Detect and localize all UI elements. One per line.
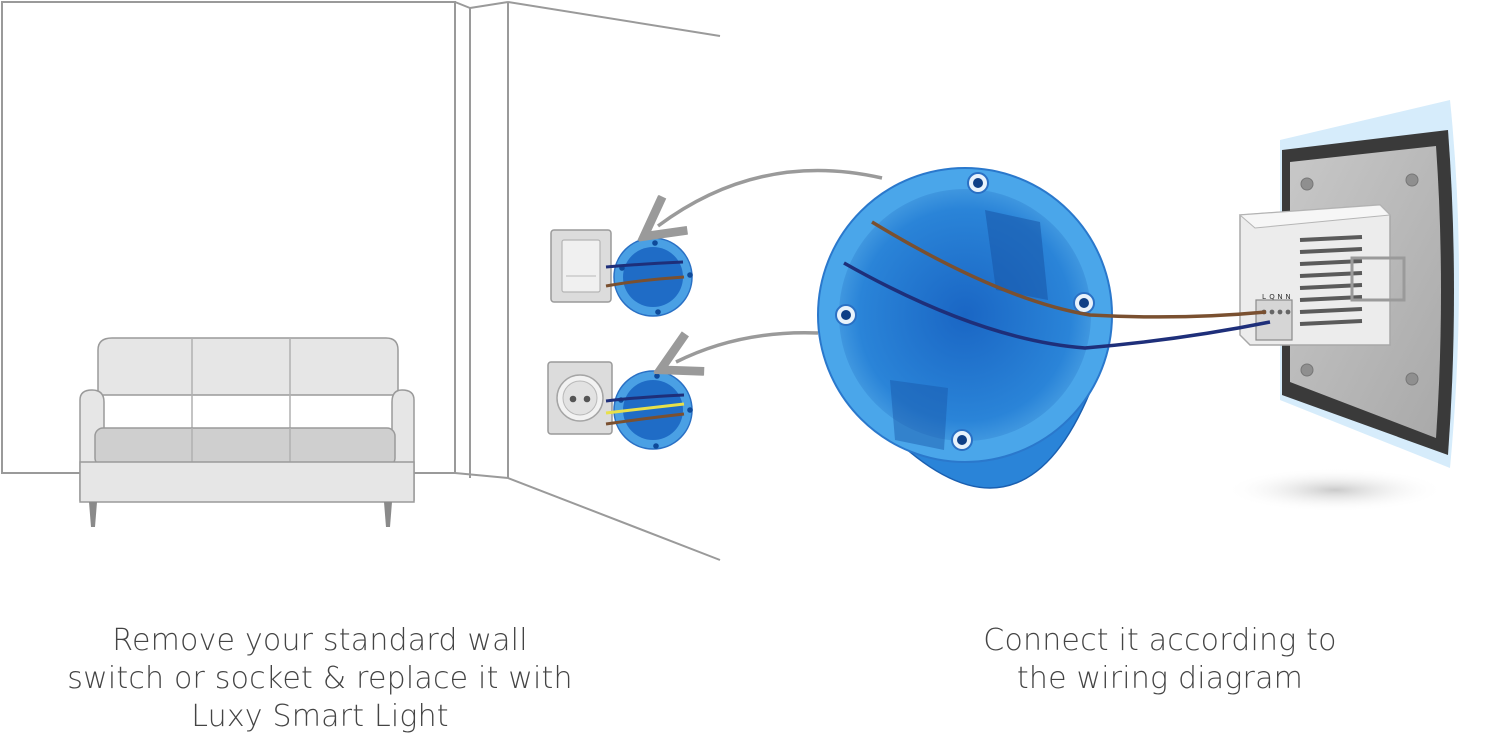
wall-power-socket [547, 361, 613, 435]
caption-right-line-2: the wiring diagram [1016, 661, 1304, 696]
large-junction-box [817, 167, 1113, 489]
arrow-to-socket-box [676, 330, 819, 362]
installation-diagram: L Q N N [1, 1, 1459, 561]
caption-left-line-2: switch or socket & replace it with [67, 661, 573, 696]
corner-left [454, 1, 471, 9]
smart-module: L Q N N [1238, 204, 1406, 346]
wall-bottom-edge [507, 477, 721, 561]
wall-top-edge [507, 1, 721, 37]
corner-bottom [454, 472, 509, 479]
wire-brown [871, 220, 1267, 319]
terminal-block [1255, 299, 1293, 341]
terminal-label-q: Q [1269, 293, 1275, 301]
wall-light-switch [550, 229, 612, 303]
panel-shadow [1225, 468, 1445, 512]
small-junction-box-switch [605, 237, 693, 317]
caption-left-line-1: Remove your standard wall [112, 623, 528, 658]
caption-right-line-1: Connect it according to [983, 623, 1337, 658]
terminal-label-n2: N [1285, 293, 1290, 301]
arrow-to-switch-box [658, 168, 883, 226]
caption-connect-wiring: Connect it according to the wiring diagr… [860, 622, 1460, 698]
smart-light-switch: L Q N N [1238, 100, 1459, 468]
terminal-label-n1: N [1277, 293, 1282, 301]
sofa [79, 337, 415, 527]
back-wall [1, 1, 456, 474]
small-junction-box-socket [605, 370, 693, 450]
terminal-label-l: L [1262, 293, 1266, 301]
caption-left-line-3: Luxy Smart Light [191, 699, 449, 734]
caption-replace-switch: Remove your standard wall switch or sock… [20, 622, 620, 736]
wire-blue [843, 261, 1271, 350]
corner-top [469, 1, 509, 9]
